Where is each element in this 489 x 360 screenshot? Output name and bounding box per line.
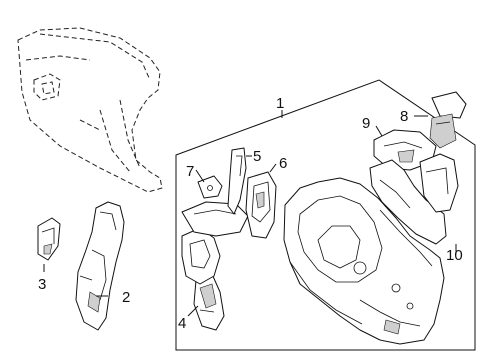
upper-bracket	[429, 91, 467, 149]
rear-panel-extension	[369, 153, 459, 245]
callout-9: 9	[362, 115, 370, 132]
inner-quarter-panel	[283, 177, 445, 345]
rear-pillar	[75, 201, 125, 331]
pillar-bracket	[37, 217, 61, 261]
lower-extension	[193, 273, 225, 331]
callout-6: 6	[279, 155, 287, 172]
callout-1: 1	[276, 95, 284, 112]
callout-2: 2	[122, 289, 130, 306]
rail-extension	[373, 129, 437, 171]
wheelhouse-inner	[181, 201, 249, 237]
reinforcement-upper	[227, 147, 247, 215]
callout-4: 4	[178, 315, 186, 332]
wheelhouse-outer	[181, 227, 221, 285]
callout-3: 3	[38, 276, 46, 293]
reinforcement-panel	[245, 171, 277, 239]
assembly-box	[175, 79, 476, 351]
callout-labels: 1 2 3 4 5 6 7 8 9 10	[38, 95, 463, 332]
callout-8: 8	[400, 108, 408, 125]
callout-5: 5	[253, 148, 261, 165]
callout-10: 10	[446, 247, 463, 264]
callout-7: 7	[186, 163, 194, 180]
leader-lines	[43, 110, 457, 317]
quarter-panel-outline	[17, 27, 163, 193]
